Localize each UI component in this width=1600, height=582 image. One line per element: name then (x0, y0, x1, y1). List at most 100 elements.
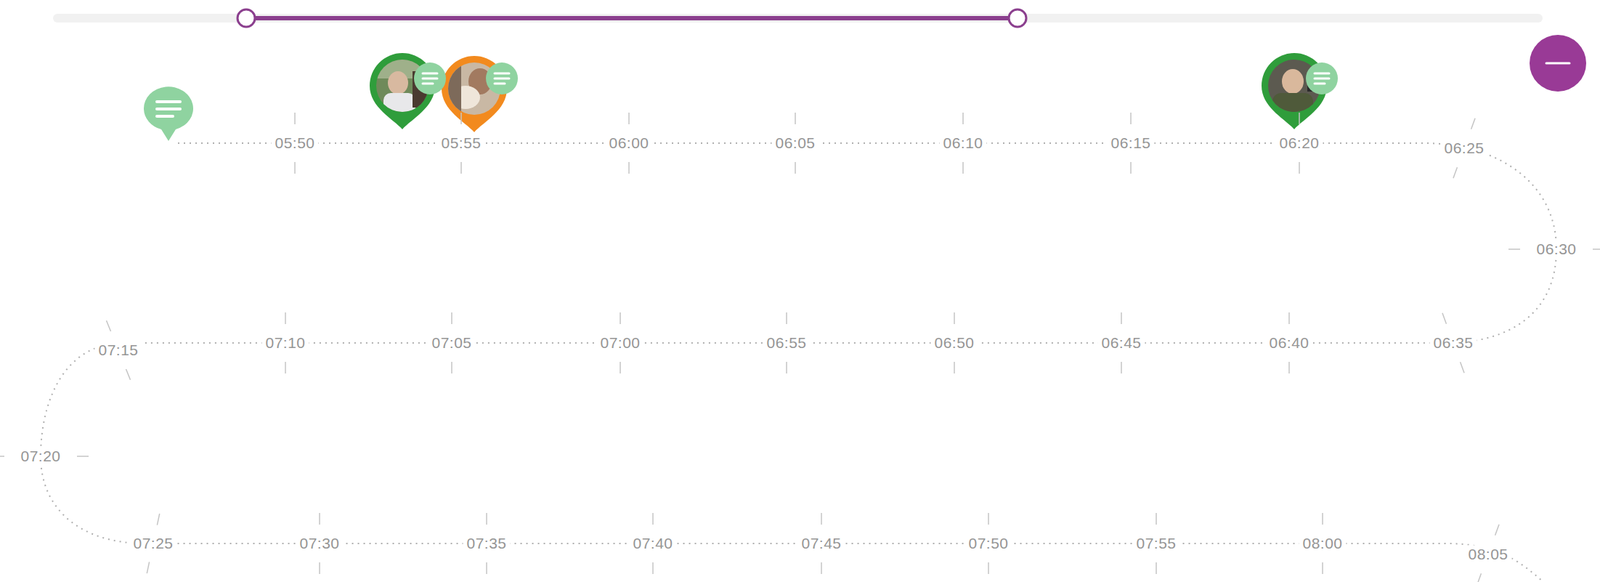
time-label: 06:05 (771, 133, 819, 152)
time-label: 07:05 (427, 333, 475, 352)
time-label: 06:25 (1440, 138, 1488, 157)
tick-mark (485, 512, 488, 525)
tick-mark (820, 562, 823, 574)
time-slot: 07:45 (797, 533, 845, 552)
time-slot: 06:05 (771, 133, 819, 152)
tick-mark (1477, 573, 1481, 582)
tick-mark (1453, 167, 1457, 178)
time-label: 06:35 (1429, 333, 1477, 352)
time-label: 07:15 (94, 340, 142, 359)
time-slot: 06:30 (1532, 239, 1580, 258)
tick-mark (987, 512, 990, 525)
time-slot: 07:35 (462, 533, 510, 552)
tick-mark (1288, 312, 1290, 324)
tick-mark (146, 561, 149, 574)
time-label: 07:55 (1132, 533, 1180, 552)
tick-mark (485, 562, 488, 574)
time-slot: 07:05 (427, 333, 475, 352)
time-label: 06:45 (1097, 333, 1145, 352)
tick-mark (1298, 161, 1301, 174)
time-slot: 07:40 (628, 533, 677, 552)
tick-mark (962, 112, 964, 125)
time-label: 06:15 (1106, 133, 1155, 152)
time-slot: 05:55 (437, 133, 485, 152)
tick-mark (1155, 512, 1157, 525)
time-label: 07:45 (797, 533, 845, 552)
tick-mark (294, 112, 296, 125)
tick-mark (1120, 361, 1123, 374)
tick-mark (1155, 562, 1157, 574)
tick-mark (962, 161, 964, 174)
time-slot: 05:50 (270, 133, 319, 152)
tick-mark (820, 512, 823, 525)
tick-mark (1130, 112, 1132, 125)
time-slot: 07:50 (964, 533, 1012, 552)
time-label: 08:00 (1298, 533, 1346, 552)
slider-handle (1008, 9, 1027, 27)
tick-mark (619, 361, 621, 374)
tick-mark (284, 312, 287, 324)
tick-mark (156, 513, 160, 526)
time-slot: 07:00 (596, 333, 644, 352)
time-label: 07:20 (16, 446, 64, 465)
tick-mark (628, 112, 630, 125)
tick-mark (451, 361, 453, 374)
tick-mark (1508, 248, 1521, 250)
tick-mark (1120, 312, 1123, 324)
note-badge (485, 62, 518, 95)
time-slot: 07:55 (1132, 533, 1180, 552)
time-slot: 07:30 (295, 533, 343, 552)
time-label: 06:30 (1532, 239, 1580, 258)
time-label: 06:20 (1275, 133, 1323, 152)
slider-handle (237, 9, 255, 27)
time-slot: 08:05 (1464, 544, 1512, 563)
tick-mark (1288, 361, 1290, 374)
tick-mark (318, 512, 321, 525)
tick-mark (619, 312, 621, 324)
time-label: 06:55 (762, 333, 810, 352)
time-slot: 06:35 (1429, 333, 1477, 352)
time-slot: 06:10 (939, 133, 987, 152)
tick-mark (1442, 313, 1447, 324)
time-label: 07:40 (628, 533, 677, 552)
time-label: 07:25 (129, 533, 177, 552)
time-slot: 06:55 (762, 333, 810, 352)
time-label: 06:40 (1265, 333, 1313, 352)
time-slot: 06:20 (1275, 133, 1323, 152)
time-slot: 06:40 (1265, 333, 1313, 352)
time-slot: 07:20 (16, 446, 64, 465)
tick-mark (284, 361, 287, 374)
tick-mark (460, 161, 462, 174)
time-label: 07:10 (261, 333, 309, 352)
zoom-button (1529, 34, 1587, 92)
time-label: 06:00 (604, 133, 653, 152)
tick-mark (794, 112, 797, 125)
tick-mark (1495, 524, 1500, 536)
tick-mark (1321, 562, 1324, 574)
time-slot: 07:15 (94, 340, 142, 359)
time-slot: 06:00 (604, 133, 653, 152)
tick-mark (460, 112, 462, 125)
tick-mark (106, 320, 112, 332)
tick-mark (125, 368, 131, 380)
tick-mark (0, 455, 5, 457)
time-slot: 06:50 (930, 333, 978, 352)
time-label: 07:00 (596, 333, 644, 352)
note-marker (143, 86, 194, 141)
timeline-track (40, 143, 1557, 582)
note-badge (413, 62, 446, 95)
time-label: 07:35 (462, 533, 510, 552)
tick-mark (1321, 512, 1324, 525)
tick-mark (1471, 118, 1476, 130)
time-label: 05:55 (437, 133, 485, 152)
tick-mark (953, 312, 956, 324)
time-label: 05:50 (270, 133, 319, 152)
tick-mark (628, 161, 630, 174)
tick-mark (318, 562, 321, 574)
tick-mark (1130, 161, 1132, 174)
tick-mark (76, 455, 89, 457)
time-label: 07:50 (964, 533, 1012, 552)
time-slot: 06:25 (1440, 138, 1488, 157)
